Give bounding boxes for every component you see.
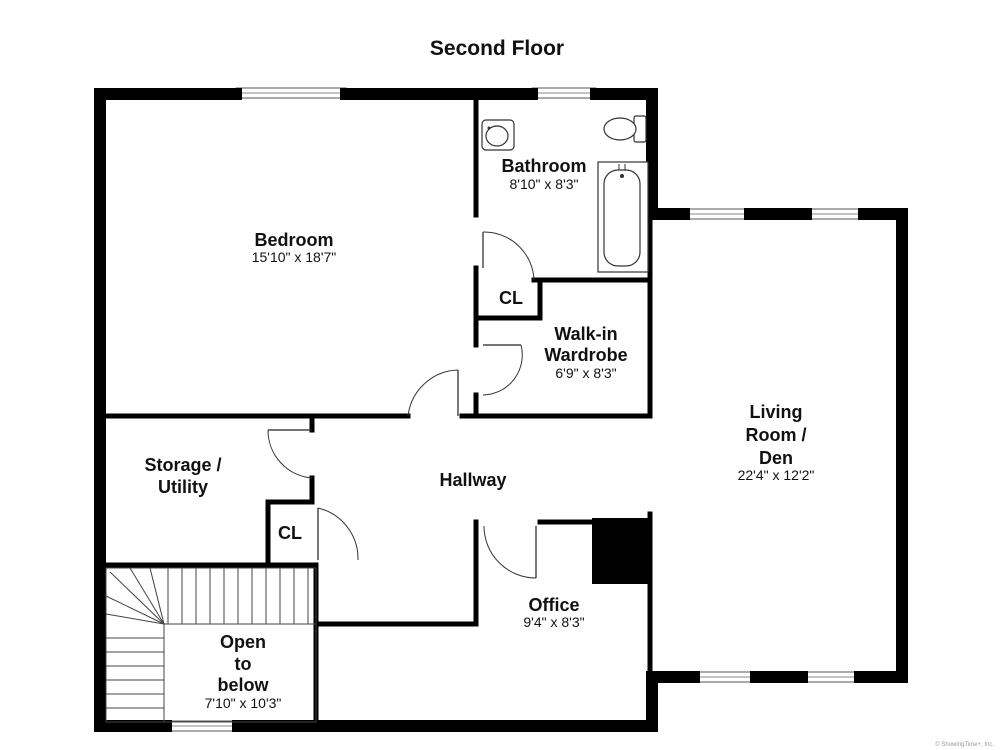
- room-name: Utility: [158, 477, 208, 497]
- room-name: Room /: [746, 425, 807, 445]
- staircase-icon: [105, 567, 317, 723]
- door-office[interactable]: [483, 525, 537, 579]
- copyright-text: © ShowingTime+, Inc.: [935, 741, 994, 748]
- window: [683, 208, 751, 220]
- bath-fixtures: [481, 115, 649, 273]
- room-dimensions: 7'10" x 10'3": [205, 695, 282, 711]
- room-name: Storage /: [144, 455, 221, 475]
- room-name: below: [217, 675, 269, 695]
- window: [805, 208, 865, 220]
- exterior-walls: [94, 88, 908, 732]
- door-closet[interactable]: [317, 507, 359, 561]
- window: [531, 87, 597, 99]
- room-labels: Bedroom 15'10" x 18'7" Bathroom 8'10" x …: [144, 156, 814, 711]
- doors: [267, 231, 537, 579]
- window: [801, 671, 861, 683]
- window: [693, 671, 757, 683]
- door-storage[interactable]: [267, 429, 313, 479]
- door-bedroom[interactable]: [407, 369, 459, 417]
- room-name: Walk-in: [554, 324, 617, 344]
- closet-label: CL: [499, 288, 523, 308]
- room-name: Bathroom: [502, 156, 587, 176]
- bathtub-icon: [597, 161, 649, 273]
- room-dimensions: 8'10" x 8'3": [510, 176, 579, 192]
- room-dimensions: 22'4" x 12'2": [738, 467, 815, 483]
- door-bathroom[interactable]: [482, 231, 535, 281]
- room-dimensions: 6'9" x 8'3": [555, 365, 616, 381]
- toilet-icon: [603, 115, 647, 143]
- floor-title: Second Floor: [430, 37, 564, 60]
- room-name: Open: [220, 632, 266, 652]
- room-dimensions: 9'4" x 8'3": [523, 614, 584, 630]
- sink-icon: [481, 119, 515, 151]
- room-name: Hallway: [439, 470, 506, 490]
- room-name: Bedroom: [254, 230, 333, 250]
- window: [235, 87, 347, 99]
- room-name: Office: [528, 595, 579, 615]
- room-dimensions: 15'10" x 18'7": [252, 249, 337, 265]
- room-name: to: [235, 654, 252, 674]
- room-name: Den: [759, 448, 793, 468]
- room-name: Living: [750, 402, 803, 422]
- door-walk-in[interactable]: [482, 344, 523, 396]
- chimney-block: [592, 518, 652, 584]
- closet-label: CL: [278, 523, 302, 543]
- room-name: Wardrobe: [544, 345, 627, 365]
